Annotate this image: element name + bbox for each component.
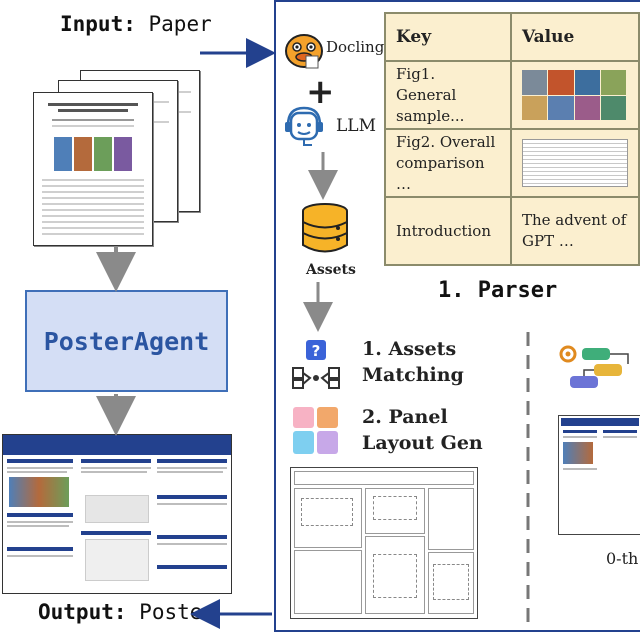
poster-agent-label: PosterAgent — [43, 326, 210, 356]
plus-sign: + — [306, 72, 335, 112]
table-cell-value-figure — [510, 60, 640, 130]
table-cell-value: The advent of GPT … — [510, 196, 640, 266]
panel-layout-title: 2. Panel Layout Gen — [362, 406, 483, 454]
assets-label: Assets — [306, 262, 356, 278]
painter-caption: 0-th — [606, 549, 639, 568]
key-value-table: Key Value Fig1. General sample... Fig2. … — [384, 12, 640, 266]
assets-matching-icon: ? — [292, 340, 340, 389]
output-poster-thumbnail — [2, 434, 232, 594]
fig2-thumbnail — [522, 139, 628, 187]
input-prefix: Input: — [60, 12, 136, 36]
table-cell-key: Fig2. Overall comparison … — [384, 128, 512, 198]
output-prefix: Output: — [38, 600, 127, 624]
panel-layout-icon — [293, 407, 338, 454]
docling-label: Docling — [326, 38, 385, 56]
painter-flow-icon — [559, 345, 629, 388]
llm-label: LLM — [336, 116, 376, 136]
assets-database-icon — [302, 203, 348, 253]
llm-assistant-icon — [285, 106, 323, 146]
svg-text:?: ? — [312, 342, 321, 360]
table-cell-key: Fig1. General sample... — [384, 60, 512, 130]
parser-stage-title: 1. Parser — [438, 278, 558, 303]
panel-layout-wireframe — [290, 467, 478, 619]
paper-sheet-front — [33, 92, 153, 246]
table-cell-value-figure — [510, 128, 640, 198]
table-header-key: Key — [384, 12, 512, 62]
table-cell-key: Introduction — [384, 196, 512, 266]
docling-duck-icon — [285, 34, 323, 69]
table-header-value: Value — [510, 12, 640, 62]
input-label: Input: Paper — [60, 12, 212, 36]
assets-matching-title: 1. Assets Matching — [362, 338, 464, 386]
fig1-thumbnail — [522, 70, 626, 120]
input-text: Paper — [148, 12, 212, 36]
paper-figure-thumb — [54, 137, 72, 171]
painter-poster-preview — [558, 415, 640, 535]
